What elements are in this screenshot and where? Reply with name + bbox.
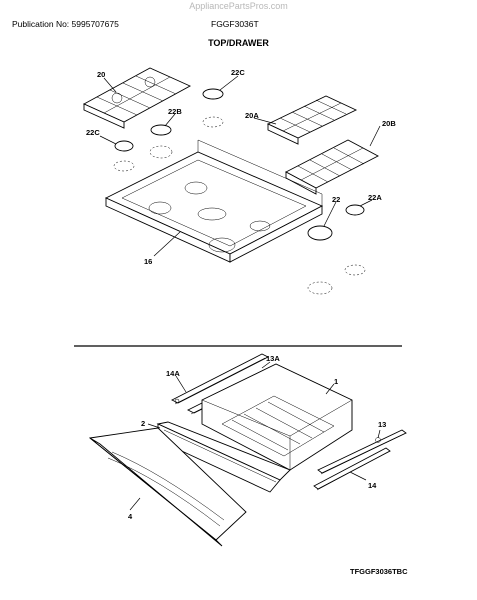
- callout-2: 2: [141, 419, 145, 428]
- grate-20a[interactable]: [266, 95, 358, 145]
- drawer-front-frame-2[interactable]: [156, 421, 291, 493]
- burner-cap-22b[interactable]: [149, 124, 173, 159]
- slide-rail-13[interactable]: [317, 429, 407, 475]
- drawer-panel-4[interactable]: [88, 427, 247, 547]
- callout-22c-left: 22C: [86, 128, 100, 137]
- cooktop-16[interactable]: [104, 139, 324, 263]
- diagram-code: TFGGF3036TBC: [350, 567, 408, 576]
- callout-20: 20: [97, 70, 105, 79]
- slide-rail-14[interactable]: [313, 447, 391, 491]
- publication-number: Publication No: 5995707675: [12, 19, 119, 29]
- callout-4: 4: [128, 512, 133, 521]
- callout-22a: 22A: [368, 193, 382, 202]
- callout-16: 16: [144, 257, 152, 266]
- slide-rail-14a[interactable]: [171, 353, 269, 405]
- grate-20[interactable]: [82, 67, 192, 129]
- section-title: TOP/DRAWER: [208, 38, 269, 48]
- callout-22b: 22B: [168, 107, 182, 116]
- callout-14a: 14A: [166, 369, 180, 378]
- callout-22: 22: [332, 195, 340, 204]
- callout-20b: 20B: [382, 119, 396, 128]
- grate-20b[interactable]: [285, 139, 379, 195]
- burner-cap-22a[interactable]: [344, 204, 366, 276]
- watermark: AppliancePartsPros.com: [189, 1, 288, 11]
- callout-20a: 20A: [245, 111, 259, 120]
- burner-cap-22[interactable]: [307, 225, 333, 295]
- burner-cap-22c-top[interactable]: [202, 88, 224, 128]
- callout-14: 14: [368, 481, 377, 490]
- burner-cap-22c-left[interactable]: [113, 140, 135, 172]
- drawer-1[interactable]: [201, 363, 353, 471]
- callout-1: 1: [334, 377, 338, 386]
- callout-13: 13: [378, 420, 386, 429]
- callout-13a: 13A: [266, 354, 280, 363]
- model-number: FGGF3036T: [211, 19, 259, 29]
- callout-22c-top: 22C: [231, 68, 245, 77]
